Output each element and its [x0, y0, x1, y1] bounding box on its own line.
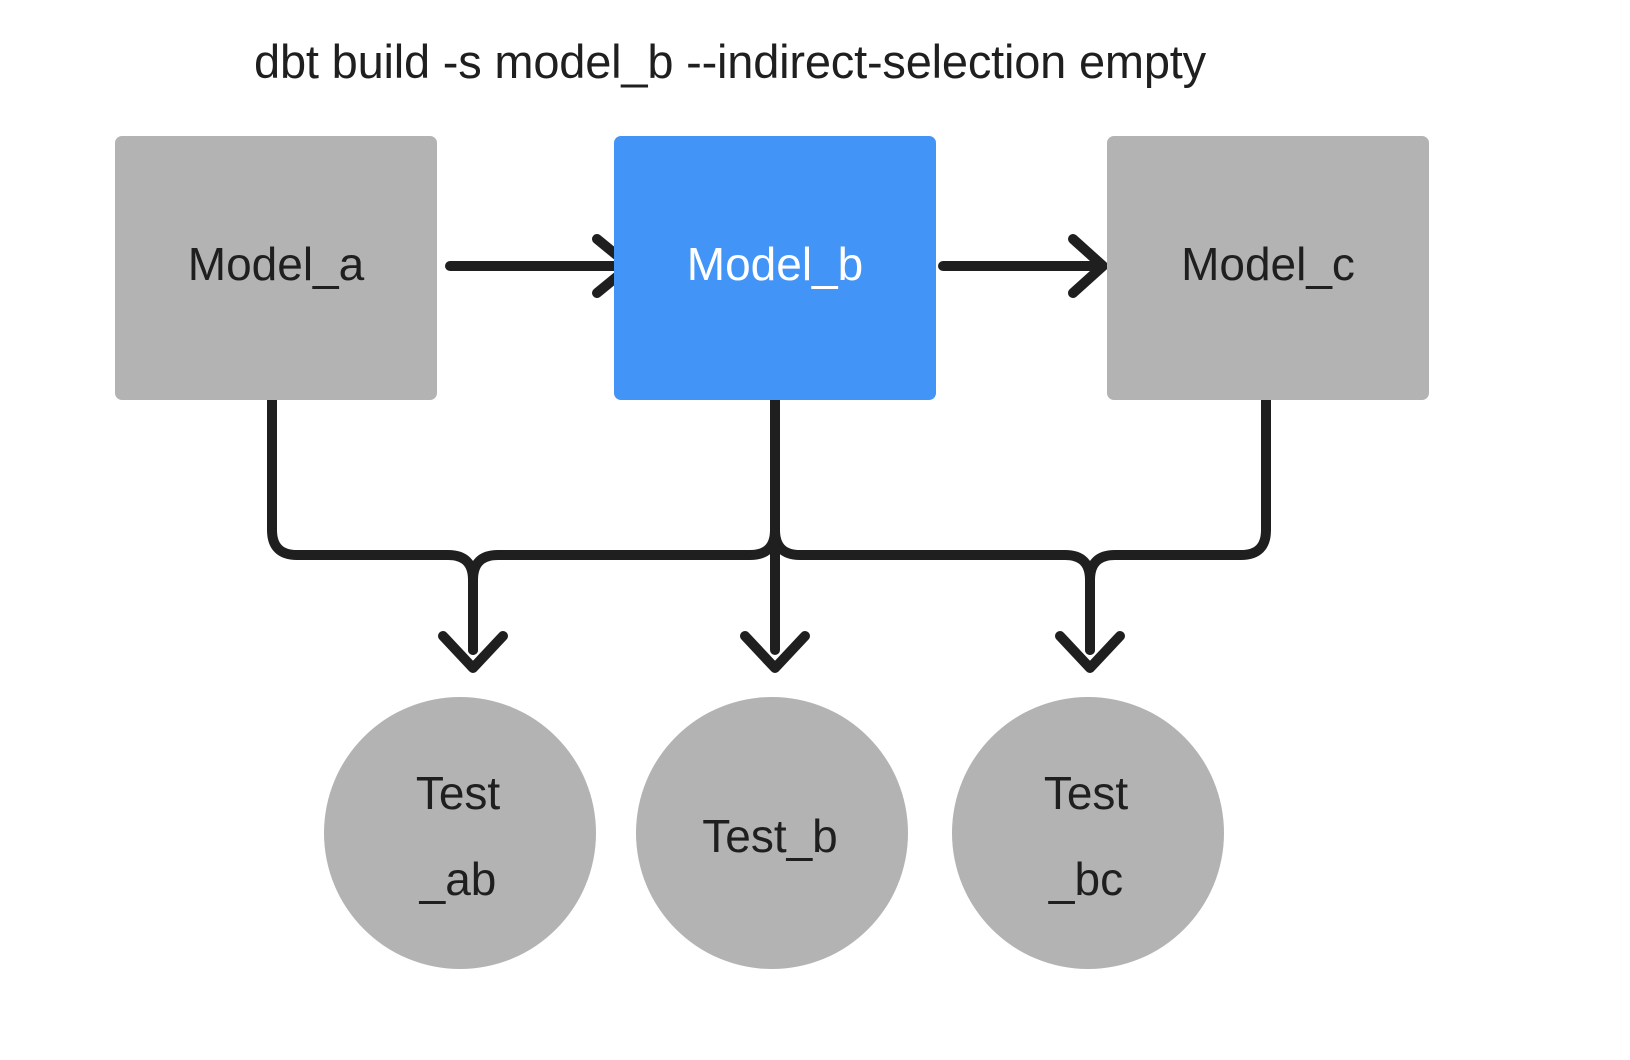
diagram-title: dbt build -s model_b --indirect-selectio… [254, 35, 1207, 88]
edge-model-a-to-test-ab [267, 395, 478, 655]
node-model-b-shape[interactable] [614, 136, 936, 400]
edge-line [267, 395, 478, 655]
node-model-c-shape[interactable] [1107, 136, 1429, 400]
node-model-a[interactable]: Model_a [115, 136, 437, 400]
node-model-c-label: Model_c [1181, 238, 1355, 290]
edge-model-b-to-test-bc [770, 395, 1095, 655]
edge-line [468, 395, 780, 655]
node-test-b[interactable]: Test_b [636, 697, 908, 969]
node-test-ab[interactable]: Test _ab [324, 697, 596, 969]
arrow-down-icon [438, 631, 508, 673]
node-test-ab-label-line1: Test [416, 767, 501, 819]
arrow-down-icon [1055, 631, 1125, 673]
edge-line [1085, 395, 1271, 655]
node-test-ab-shape[interactable] [324, 697, 596, 969]
arrow-down-icon [740, 631, 810, 673]
node-test-bc-label-line1: Test [1044, 767, 1129, 819]
node-test-bc-shape[interactable] [952, 697, 1224, 969]
node-test-bc-label-line2: _bc [1048, 853, 1123, 905]
edge-model-a-to-model-b [445, 234, 635, 298]
node-test-b-label: Test_b [702, 810, 838, 862]
node-test-ab-label-line2: _ab [419, 853, 497, 905]
node-model-b[interactable]: Model_b [614, 136, 936, 400]
node-test-b-shape[interactable] [636, 697, 908, 969]
node-test-bc[interactable]: Test _bc [952, 697, 1224, 969]
edge-model-b-to-model-c [938, 234, 1108, 298]
node-model-a-shape[interactable] [115, 136, 437, 400]
edge-model-c-to-test-bc [1085, 395, 1271, 655]
edge-model-b-to-test-ab [468, 395, 780, 655]
node-model-b-label: Model_b [687, 238, 863, 290]
edge-line [770, 395, 1095, 655]
node-model-c[interactable]: Model_c [1107, 136, 1429, 400]
arrow-right-icon [1068, 234, 1108, 298]
node-model-a-label: Model_a [188, 238, 365, 290]
